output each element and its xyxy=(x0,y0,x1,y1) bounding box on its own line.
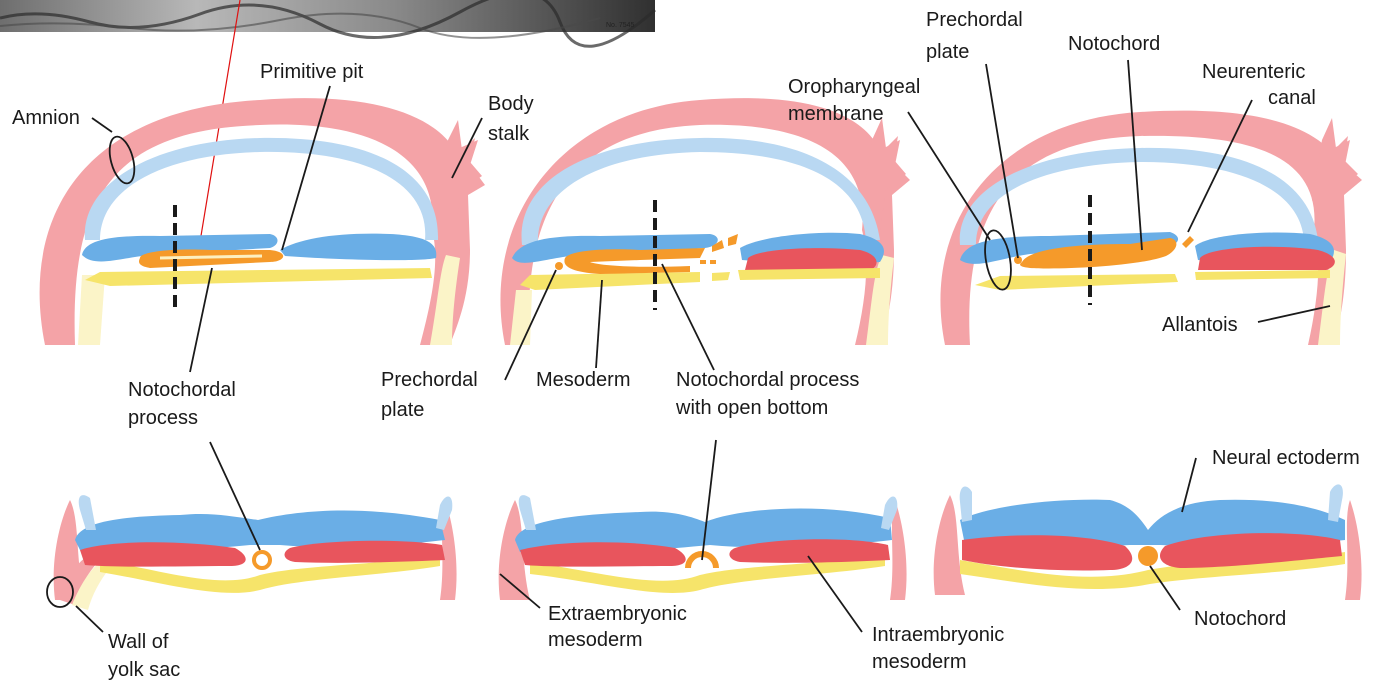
top-panel-2 xyxy=(500,98,910,345)
label-prechordal-plate-top-line2: plate xyxy=(926,41,969,63)
label-body-stalk-line1: Body xyxy=(488,93,534,115)
yolk-left-1 xyxy=(78,275,105,345)
label-allantois: Allantois xyxy=(1162,314,1238,336)
prechordal-plate-2 xyxy=(555,262,563,270)
photo-caption: No. 7545 xyxy=(606,22,635,29)
label-notochordal-process-line1: Notochordal xyxy=(128,379,236,401)
endoderm-1 xyxy=(85,268,432,286)
mesoderm-b2-left xyxy=(520,542,686,566)
label-neurenteric-line2: canal xyxy=(1268,87,1316,109)
label-notochordal-open-line2: with open bottom xyxy=(675,397,828,419)
label-neurenteric-line1: Neurenteric xyxy=(1202,61,1305,83)
label-wall-yolk-line1: Wall of xyxy=(108,631,169,653)
endoderm-right-3 xyxy=(1195,270,1330,280)
label-notochordal-open-line1: Notochordal process xyxy=(676,369,859,391)
label-notochord-top: Notochord xyxy=(1068,33,1160,55)
amnion-wall-3 xyxy=(940,111,1362,345)
label-prechordal-plate-top-line1: Prechordal xyxy=(926,9,1023,31)
label-mesoderm: Mesoderm xyxy=(536,369,630,391)
top-panel-3 xyxy=(940,111,1362,345)
label-neural-ectoderm: Neural ectoderm xyxy=(1212,447,1360,469)
label-wall-yolk-line2: yolk sac xyxy=(108,659,180,681)
ectoderm-right-1 xyxy=(280,234,436,261)
endoderm-right-2 xyxy=(738,268,880,280)
bottom-section-1 xyxy=(54,495,457,610)
label-notochordal-process-line2: process xyxy=(128,407,198,429)
bottom-section-3 xyxy=(934,484,1362,600)
notochordal-process-2 xyxy=(564,248,705,274)
micrograph-strip: No. 7545 xyxy=(0,0,655,46)
label-extraembryonic-line2: mesoderm xyxy=(548,629,642,651)
label-primitive-pit: Primitive pit xyxy=(260,61,364,83)
amnion-wall-1 xyxy=(40,98,485,345)
top-panel-1 xyxy=(40,98,485,345)
label-oropharyngeal-line1: Oropharyngeal xyxy=(788,76,920,98)
label-intraembryonic-line1: Intraembryonic xyxy=(872,624,1004,646)
notochordal-process-section-1 xyxy=(254,552,270,568)
notochord-section-3 xyxy=(1138,546,1158,566)
label-extraembryonic-line1: Extraembryonic xyxy=(548,603,687,625)
label-body-stalk-line2: stalk xyxy=(488,123,530,145)
label-oropharyngeal-line2: membrane xyxy=(788,103,884,125)
label-amnion: Amnion xyxy=(12,107,80,129)
label-prechordal-plate-mid-line2: plate xyxy=(381,399,424,421)
amnion-wall-2 xyxy=(500,98,910,345)
label-intraembryonic-line2: mesoderm xyxy=(872,651,966,673)
label-notochord-bottom: Notochord xyxy=(1194,608,1286,630)
label-prechordal-plate-mid-line1: Prechordal xyxy=(381,369,478,391)
